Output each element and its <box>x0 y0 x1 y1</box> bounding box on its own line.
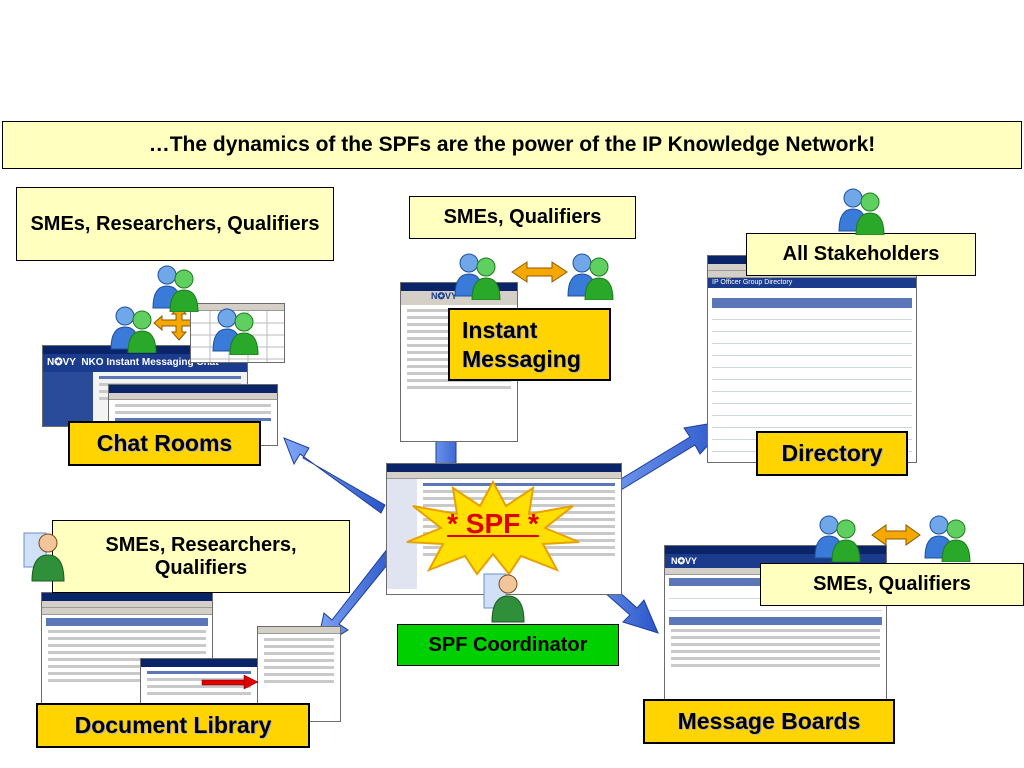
label-smes-researchers-qualifiers-bottom: SMEs, Researchers, Qualifiers <box>52 520 350 593</box>
feature-label: Message Boards <box>677 708 861 734</box>
people-icon <box>922 512 974 567</box>
person-icon <box>22 527 66 588</box>
feature-label: Document Library <box>74 712 272 738</box>
people-icon <box>108 303 160 358</box>
chat-header: NKO Instant Messaging Chat <box>81 357 219 368</box>
spf-starburst <box>406 480 580 576</box>
feature-instant-messaging: Instant Messaging <box>448 308 611 381</box>
label-smes-researchers-qualifiers-top: SMEs, Researchers, Qualifiers <box>16 187 334 261</box>
feature-label: Instant Messaging <box>462 316 581 372</box>
feature-directory: Directory <box>756 431 908 476</box>
people-icon <box>836 185 888 240</box>
spf-label: * SPF * <box>420 508 566 540</box>
people-icon <box>150 262 202 317</box>
label-text: SMEs, Researchers, Qualifiers <box>105 533 297 579</box>
label-spf-coordinator: SPF Coordinator <box>397 624 619 666</box>
label-smes-qualifiers-top: SMEs, Qualifiers <box>409 196 636 239</box>
page-title-text: …The dynamics of the SPFs are the power … <box>148 133 876 156</box>
people-icon <box>565 250 617 305</box>
feature-chat-rooms: Chat Rooms <box>68 421 261 466</box>
people-icon <box>210 305 262 360</box>
red-arrow-icon <box>201 674 259 690</box>
label-text: SMEs, Qualifiers <box>813 573 971 595</box>
label-smes-qualifiers-bottom: SMEs, Qualifiers <box>760 563 1024 606</box>
directory-header: IP Officer Group Directory <box>708 278 916 288</box>
arrow-to-chat-rooms <box>283 437 386 514</box>
people-icon <box>812 512 864 567</box>
feature-label: Chat Rooms <box>96 430 233 456</box>
feature-message-boards: Message Boards <box>643 699 895 744</box>
label-text: All Stakeholders <box>782 243 940 265</box>
label-text: SMEs, Qualifiers <box>443 206 602 228</box>
people-icon <box>452 250 504 305</box>
person-icon <box>482 568 526 629</box>
label-all-stakeholders: All Stakeholders <box>746 233 976 276</box>
feature-document-library: Document Library <box>36 703 310 748</box>
navy-logo: N✪VY <box>47 357 76 368</box>
page-title: …The dynamics of the SPFs are the power … <box>2 121 1022 169</box>
spf-text: * SPF * <box>447 508 539 539</box>
double-arrow-icon <box>511 261 568 283</box>
label-text: SPF Coordinator <box>428 633 588 656</box>
double-arrow-icon <box>871 524 921 546</box>
label-text: SMEs, Researchers, Qualifiers <box>30 212 320 235</box>
feature-label: Directory <box>781 440 883 466</box>
